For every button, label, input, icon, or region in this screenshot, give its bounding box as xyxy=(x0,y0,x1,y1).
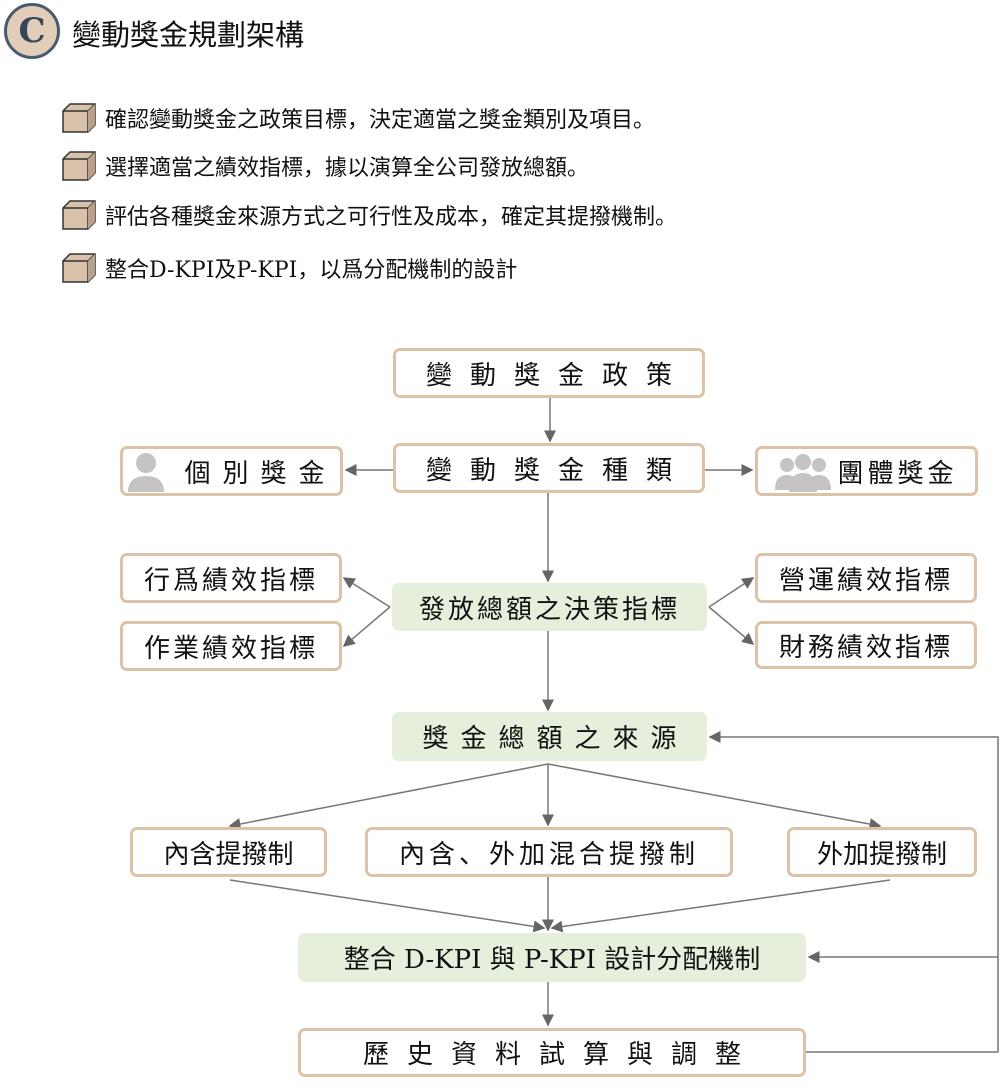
box-external: 外加提撥制 xyxy=(787,827,977,877)
bullet-text: 選擇適當之績效指標，據以演算全公司發放總額。 xyxy=(105,156,590,181)
page-title: 變動獎金規劃架構 xyxy=(72,18,305,52)
individual-label: 個別獎金 xyxy=(184,458,337,489)
cube-icon xyxy=(62,103,96,133)
bullet-item: 評估各種獎金來源方式之可行性及成本，確定其提撥機制。 xyxy=(62,199,677,231)
bullet-item: 整合D-KPI及P-KPI，以爲分配機制的設計 xyxy=(62,252,517,284)
cube-icon xyxy=(62,253,96,283)
bullet-item: 選擇適當之績效指標，據以演算全公司發放總額。 xyxy=(62,150,589,182)
bullet-text: 整合D-KPI及P-KPI，以爲分配機制的設計 xyxy=(105,258,518,283)
box-policy: 變動獎金政策 xyxy=(393,348,705,398)
box-behavior-kpi: 行爲績效指標 xyxy=(120,553,342,603)
box-business-kpi: 營運績效指標 xyxy=(755,553,977,603)
person-icon xyxy=(128,453,165,492)
box-finance-kpi: 財務績效指標 xyxy=(755,621,977,669)
bullet-text: 確認變動獎金之政策目標，決定適當之獎金類別及項目。 xyxy=(105,108,656,133)
box-internal: 內含提撥制 xyxy=(130,827,327,877)
box-operation-kpi: 作業績效指標 xyxy=(120,621,342,671)
group-label: 團體獎金 xyxy=(837,458,958,489)
group-icon xyxy=(775,454,832,492)
box-individual: 個別獎金 xyxy=(120,446,343,496)
box-mixed: 內含、外加混合提撥制 xyxy=(365,827,733,877)
cube-icon xyxy=(62,151,96,181)
cube-icon xyxy=(62,200,96,230)
bullet-item: 確認變動獎金之政策目標，決定適當之獎金類別及項目。 xyxy=(62,102,655,134)
section-badge: C xyxy=(4,3,60,59)
box-group: 團體獎金 xyxy=(755,446,978,496)
box-integrate: 整合 D-KPI 與 P-KPI 設計分配機制 xyxy=(298,933,806,982)
bullet-text: 評估各種獎金來源方式之可行性及成本，確定其提撥機制。 xyxy=(105,205,678,230)
box-types: 變動獎金種類 xyxy=(393,443,705,493)
box-history: 歷史資料試算與調整 xyxy=(298,1028,806,1077)
box-decision-indicator: 發放總額之決策指標 xyxy=(392,583,707,631)
box-source: 獎金總額之來源 xyxy=(392,712,707,761)
